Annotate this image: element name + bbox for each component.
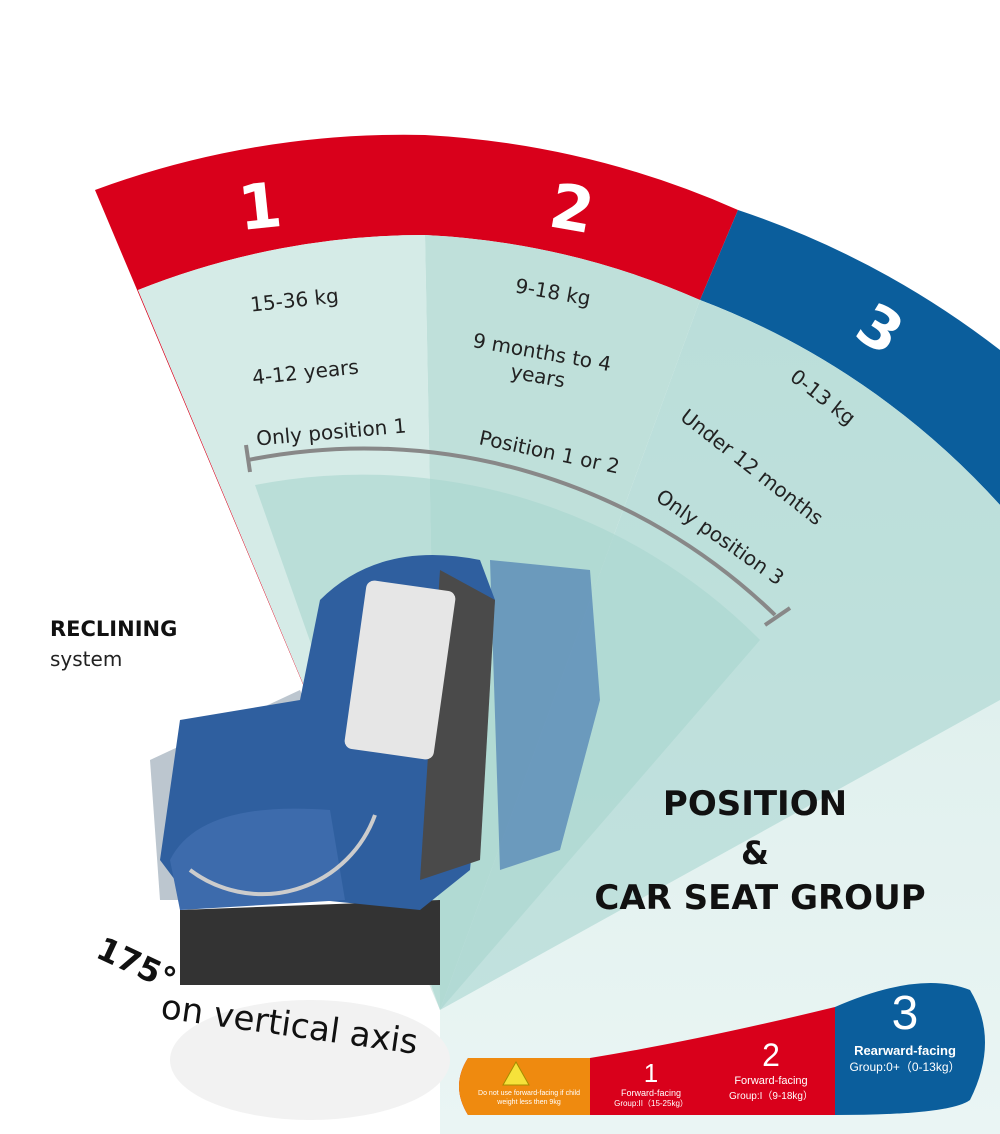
legend-item-2: 2 Forward-facing Group:I（9-18kg） bbox=[712, 1035, 830, 1115]
legend-item-3-group: Group:0+（0-13kg） bbox=[849, 1060, 961, 1074]
warning-icon bbox=[502, 1060, 530, 1086]
legend-item-1: 1 Forward-facing Group:II（15-25kg） bbox=[595, 1058, 707, 1115]
sector-2-band bbox=[425, 135, 738, 300]
legend-item-1-number: 1 bbox=[643, 1058, 659, 1088]
legend-item-2-group: Group:I（9-18kg） bbox=[729, 1091, 813, 1102]
reclining-subtitle: system bbox=[50, 647, 123, 671]
position-arc bbox=[247, 446, 777, 617]
heading-line-3: CAR SEAT GROUP bbox=[594, 878, 926, 918]
legend-item-3-number: 3 bbox=[891, 987, 919, 1040]
legend-item-3: 3 Rearward-facing Group:0+（0-13kg） bbox=[840, 985, 970, 1085]
legend-item-1-label: Forward-facing bbox=[620, 1088, 682, 1098]
heading-line-2: & bbox=[741, 834, 769, 872]
reclining-title: RECLINING bbox=[50, 617, 178, 641]
legend-item-1-group: Group:II（15-25kg） bbox=[614, 1099, 688, 1108]
legend-item-3-label: Rearward-facing bbox=[854, 1043, 956, 1058]
legend-item-2-label: Forward-facing bbox=[734, 1075, 808, 1087]
sector-1-band bbox=[95, 134, 440, 1011]
heading-line-1: POSITION bbox=[662, 784, 848, 824]
car-seat-image bbox=[150, 555, 600, 1120]
legend-item-2-number: 2 bbox=[762, 1037, 780, 1073]
legend-warning-text: Do not use forward-facing if child weigh… bbox=[478, 1090, 580, 1106]
sector-3-band bbox=[700, 210, 1000, 505]
